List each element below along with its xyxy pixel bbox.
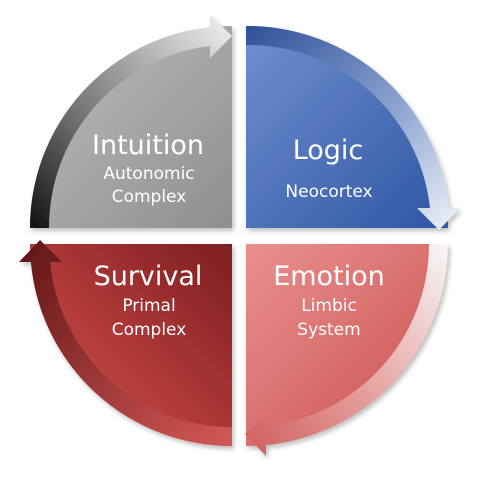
intuition-subtitle-line-1: Autonomic [103,164,194,184]
logic-fill [246,26,448,228]
intuition-subtitle-line-2: Complex [112,187,187,207]
quadrant-logic [246,25,460,231]
logic-subtitle-line-1: Neocortex [285,182,372,202]
emotion-fill [246,244,448,446]
quadrant-emotion [245,244,448,456]
emotion-subtitle-line-2: System [297,320,360,340]
survival-subtitle-line-1: Primal [122,296,175,316]
logic-arrow [246,25,460,231]
survival-title: Survival [94,261,203,292]
emotion-arrow [245,244,448,456]
intuition-arrow [29,15,232,228]
survival-fill [30,244,232,446]
quadrant-intuition [29,15,232,228]
quadrant-survival [19,240,232,446]
logic-title: Logic [293,135,364,166]
emotion-title: Emotion [273,261,385,292]
survival-subtitle-line-2: Complex [112,320,187,340]
emotion-subtitle-line-1: Limbic [301,296,357,316]
survival-arrow [19,240,232,446]
intuition-fill [30,26,232,228]
intuition-title: Intuition [92,130,204,161]
